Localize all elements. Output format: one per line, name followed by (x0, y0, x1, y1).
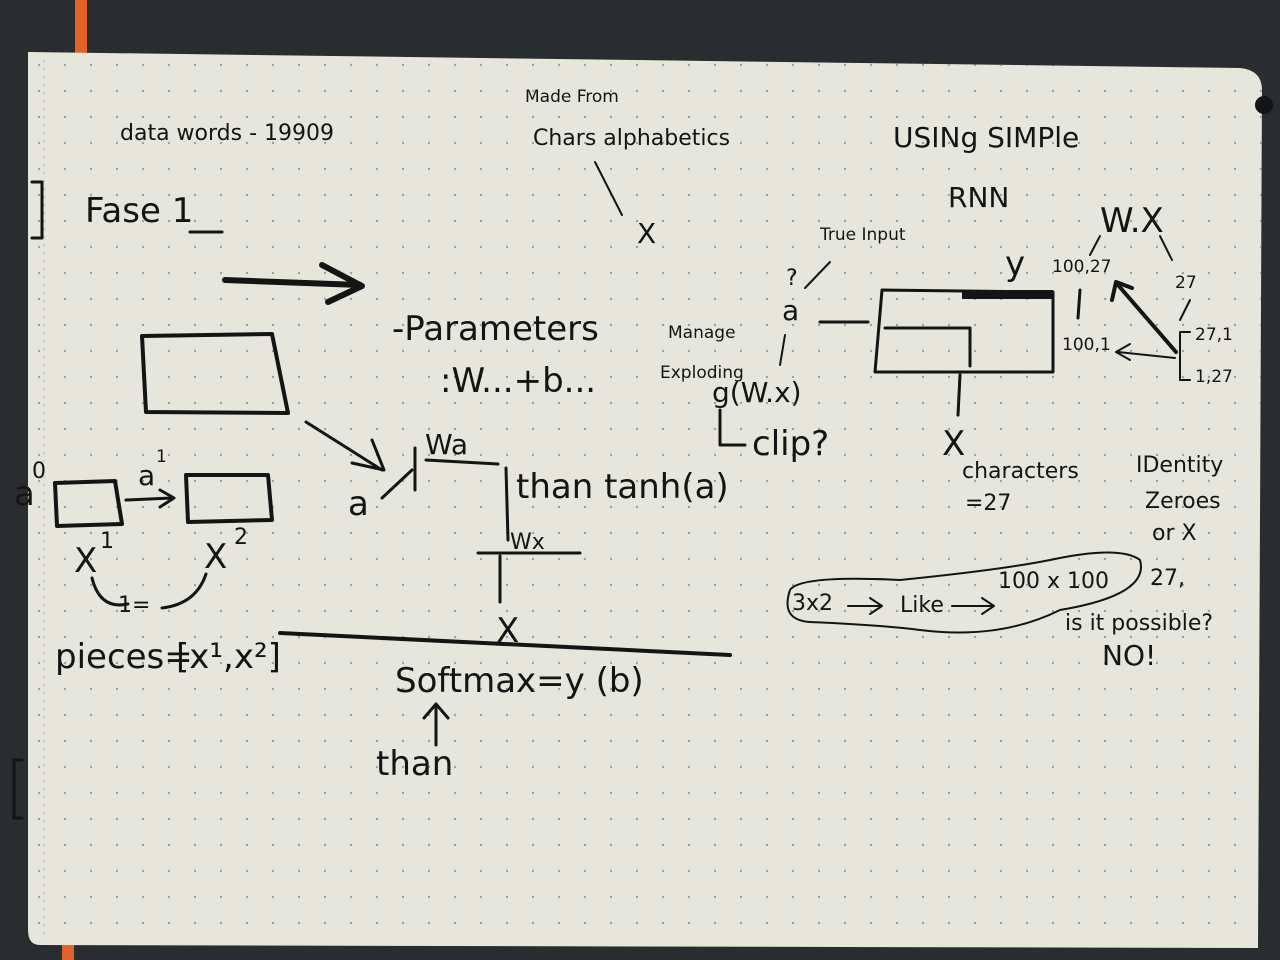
y-label: y (1005, 244, 1025, 284)
wa-label: Wa (425, 428, 468, 461)
question-mark: ? (786, 266, 798, 291)
pieces-label: pieces= (55, 637, 193, 677)
rnn-text: RNN (948, 181, 1009, 214)
is-it-possible-text: is it possible? (1065, 611, 1213, 636)
a0-label: a (14, 474, 35, 514)
a1-superscript: 1 (156, 447, 167, 467)
parameters-expr: :W...+b... (440, 361, 596, 401)
clip-text: clip? (752, 424, 829, 464)
exploding-text: Exploding (660, 363, 744, 383)
x-under-box: X (942, 424, 965, 464)
x-mark: X (637, 217, 656, 250)
loop-equals: 1= (118, 593, 150, 618)
dim-27-1: 27,1 (1195, 325, 1233, 345)
x2-superscript: 2 (234, 525, 248, 550)
characters-text: characters (962, 459, 1079, 484)
arrow-up-icon (422, 702, 450, 747)
dim-100-1: 100,1 (1062, 335, 1111, 355)
wx-small-label: Wx (510, 530, 545, 555)
title-data-words: data words - 19909 (120, 121, 334, 146)
cell-box-1 (53, 479, 124, 528)
dim-1-27: 1,27 (1195, 367, 1233, 387)
than-tanh-text: than tanh(a) (516, 467, 729, 507)
gwx-text: g(W.x) (712, 376, 802, 409)
x2-label: X (204, 537, 227, 577)
a1-label: a (138, 459, 155, 492)
x1-superscript: 1 (100, 529, 114, 554)
softmax-text: Softmax=y (b) (395, 661, 644, 701)
shape-blob (786, 551, 1142, 634)
a0-superscript: 0 (32, 459, 46, 484)
shape-100x100: 100 x 100 (998, 569, 1109, 594)
manage-text: Manage (668, 323, 736, 343)
identity-text: IDentity (1136, 453, 1223, 478)
using-simple-text: USINg SIMPle (893, 121, 1079, 154)
cell-box-2 (184, 473, 274, 524)
parameters-text: -Parameters (392, 309, 599, 349)
zeroes-text: Zeroes (1145, 489, 1221, 514)
than-text: than (376, 744, 453, 784)
shape-3x2: 3x2 (792, 591, 833, 616)
true-input-text: True Input (819, 225, 906, 245)
like-text: Like (900, 593, 944, 618)
a-input-label: a (348, 484, 369, 524)
pieces-list: [x¹,x²] (176, 637, 281, 677)
fase-1-heading: Fase 1 (85, 191, 193, 231)
or-x-text: or X (1152, 521, 1197, 546)
made-from-text: Made From (525, 87, 619, 107)
chars-alphabetics-text: Chars alphabetics (533, 126, 730, 151)
dim-27: 27 (1175, 273, 1197, 293)
dot-27-text: 27, (1150, 566, 1185, 591)
x1-label: X (74, 541, 97, 581)
a-dot-label: a (782, 294, 799, 327)
x-small-label: X (496, 611, 519, 651)
equals-27-text: =27 (965, 491, 1011, 516)
no-text: NO! (1102, 639, 1156, 672)
wx-top-label: W.X (1100, 201, 1164, 241)
dim-100-27: 100,27 (1052, 257, 1111, 277)
orange-strip (75, 0, 87, 60)
rnn-cell-box (140, 332, 290, 415)
arrow-right-icon (222, 262, 365, 305)
